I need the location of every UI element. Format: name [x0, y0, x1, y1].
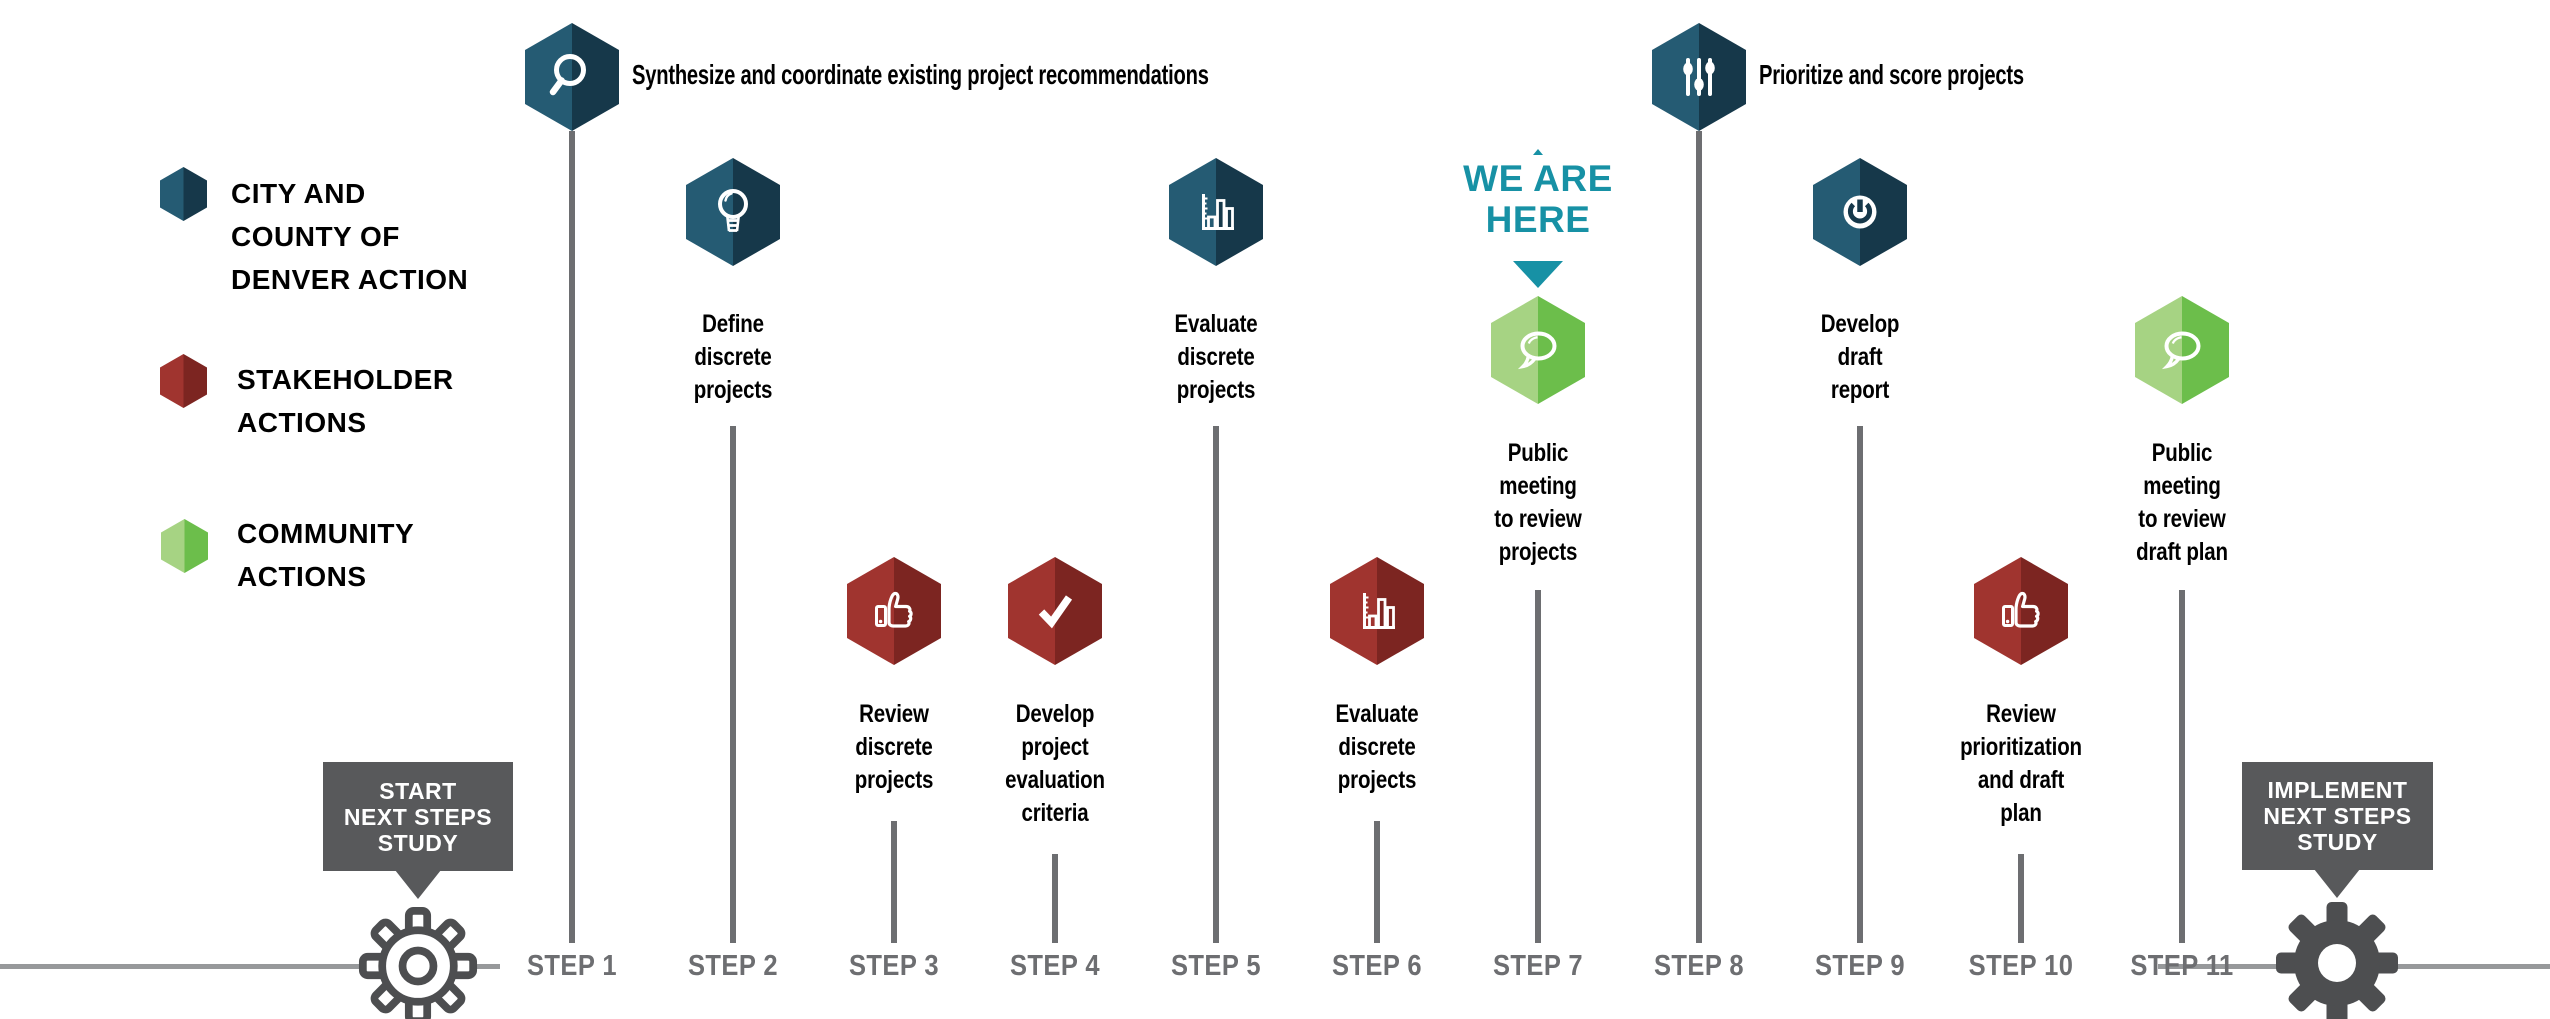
lightbulb-icon [718, 189, 748, 232]
sliders-icon [1683, 58, 1715, 96]
step-2-connector-line [730, 426, 736, 943]
step-11-caption: Public meeting to review draft plan [2136, 439, 2228, 566]
we-are-here-caret [1533, 149, 1543, 155]
step-9-hexagon [1813, 158, 1907, 266]
step-1-hexagon [525, 23, 619, 131]
gear-solid-icon [2276, 902, 2398, 1019]
step-7-hexagon [1491, 296, 1585, 404]
power-icon [1843, 195, 1877, 229]
we-are-here-arrow-icon [1513, 261, 1563, 288]
step-2-label: STEP 2 [687, 950, 779, 982]
thumbs-up-icon [2002, 591, 2040, 628]
thumbs-up-icon [875, 591, 913, 628]
step-11-label: STEP 11 [2130, 950, 2234, 982]
step-5-connector-line [1213, 426, 1219, 943]
step-11-connector-line [2179, 590, 2185, 943]
step-1-caption: Synthesize and coordinate existing proje… [632, 59, 1209, 90]
magnifier-icon [549, 54, 586, 96]
step-4-hexagon [1008, 557, 1102, 665]
step-9-label: STEP 9 [1814, 950, 1906, 982]
step-9-connector-line [1857, 426, 1863, 943]
step-2-caption: Define discrete projects [693, 310, 773, 404]
step-9-caption: Develop draft report [1820, 310, 1900, 404]
step-3-caption: Review discrete projects [854, 700, 934, 794]
speech-bubble-icon [1517, 331, 1557, 370]
step-6-hexagon [1330, 557, 1424, 665]
step-5-hexagon [1169, 158, 1263, 266]
start-flag-pointer [395, 870, 441, 899]
step-4-connector-line [1052, 854, 1058, 943]
step-8-caption: Prioritize and score projects [1759, 59, 2024, 90]
step-2-hexagon [686, 158, 780, 266]
step-5-caption: Evaluate discrete projects [1174, 310, 1258, 404]
gear-outline-icon [358, 906, 478, 1019]
blue-hexagon-swatch [160, 167, 207, 221]
step-6-label: STEP 6 [1331, 950, 1423, 982]
step-8-label: STEP 8 [1653, 950, 1745, 982]
green-hexagon-swatch [161, 519, 208, 573]
bar-chart-icon [1363, 593, 1395, 629]
step-1-connector-line [569, 131, 575, 943]
step-7-caption: Public meeting to review projects [1494, 439, 1582, 566]
step-7-connector-line [1535, 590, 1541, 943]
implement-flag-pointer [2314, 869, 2360, 898]
step-1-label: STEP 1 [526, 950, 618, 982]
start-flag: START NEXT STEPS STUDY [323, 762, 513, 871]
checkmark-icon [1038, 595, 1073, 629]
step-8-connector-line [1696, 131, 1702, 943]
we-are-here-label: WE ARE HERE [1463, 158, 1613, 240]
legend-label-community: COMMUNITY ACTIONS [237, 518, 415, 592]
step-10-connector-line [2018, 854, 2024, 943]
step-4-label: STEP 4 [1009, 950, 1101, 982]
step-10-caption: Review prioritization and draft plan [1960, 700, 2082, 827]
step-3-hexagon [847, 557, 941, 665]
timeline-left-segment [0, 964, 500, 969]
red-hexagon-swatch [160, 354, 207, 408]
step-6-caption: Evaluate discrete projects [1335, 700, 1419, 794]
step-3-label: STEP 3 [848, 950, 940, 982]
step-3-connector-line [891, 821, 897, 943]
step-4-caption: Develop project evaluation criteria [1005, 700, 1105, 827]
step-5-label: STEP 5 [1170, 950, 1262, 982]
step-10-label: STEP 10 [1968, 950, 2074, 982]
step-7-label: STEP 7 [1492, 950, 1584, 982]
step-6-connector-line [1374, 821, 1380, 943]
implement-flag: IMPLEMENT NEXT STEPS STUDY [2242, 762, 2433, 870]
bar-chart-icon [1202, 194, 1234, 230]
step-11-hexagon [2135, 296, 2229, 404]
legend-label-city: CITY AND COUNTY OF DENVER ACTION [231, 178, 469, 295]
speech-bubble-icon [2161, 331, 2201, 370]
legend-label-stakeholder: STAKEHOLDER ACTIONS [237, 364, 454, 438]
step-8-hexagon [1652, 23, 1746, 131]
step-10-hexagon [1974, 557, 2068, 665]
